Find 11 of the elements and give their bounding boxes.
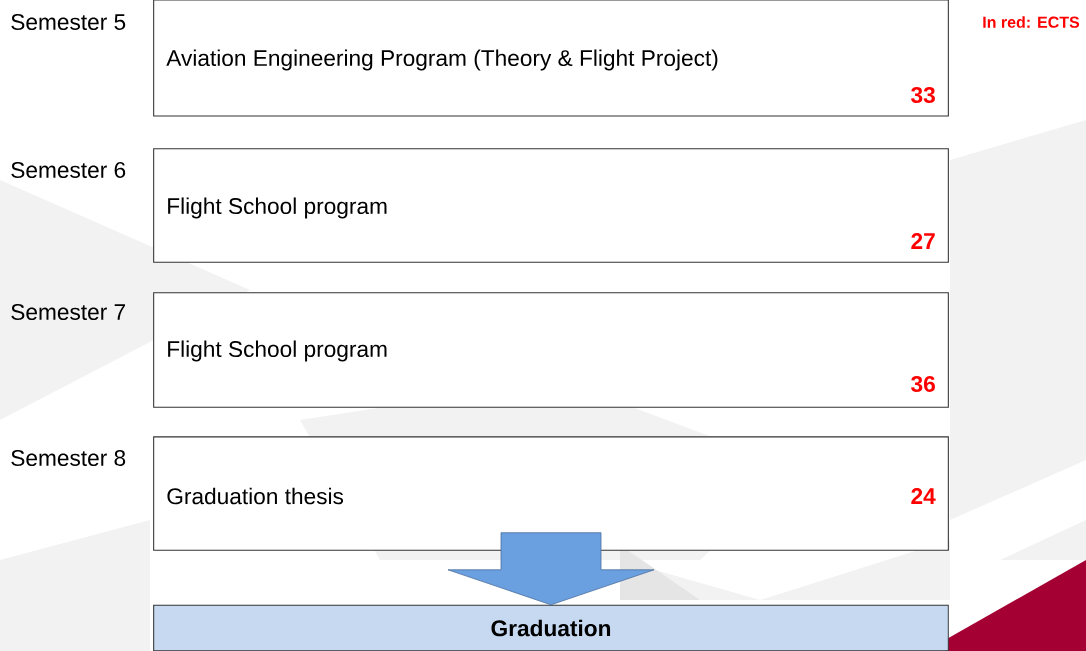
semester-label: Semester 6	[11, 162, 126, 179]
legend-note: In red: ECTS	[983, 16, 1080, 28]
semester-box: Graduation thesis 24	[153, 436, 949, 551]
graduation-bar: Graduation	[153, 604, 949, 651]
block-arrow	[447, 532, 655, 606]
semester-label: Semester 5	[11, 14, 126, 31]
semester-box: Flight School program 36	[153, 292, 949, 408]
semester-label: Semester 7	[11, 304, 125, 321]
semester-box: Flight School program 27	[153, 148, 949, 263]
semester-box: Aviation Engineering Program (Theory & Flight Project) 33	[153, 0, 949, 117]
semester-label: Semester 8	[11, 450, 126, 467]
